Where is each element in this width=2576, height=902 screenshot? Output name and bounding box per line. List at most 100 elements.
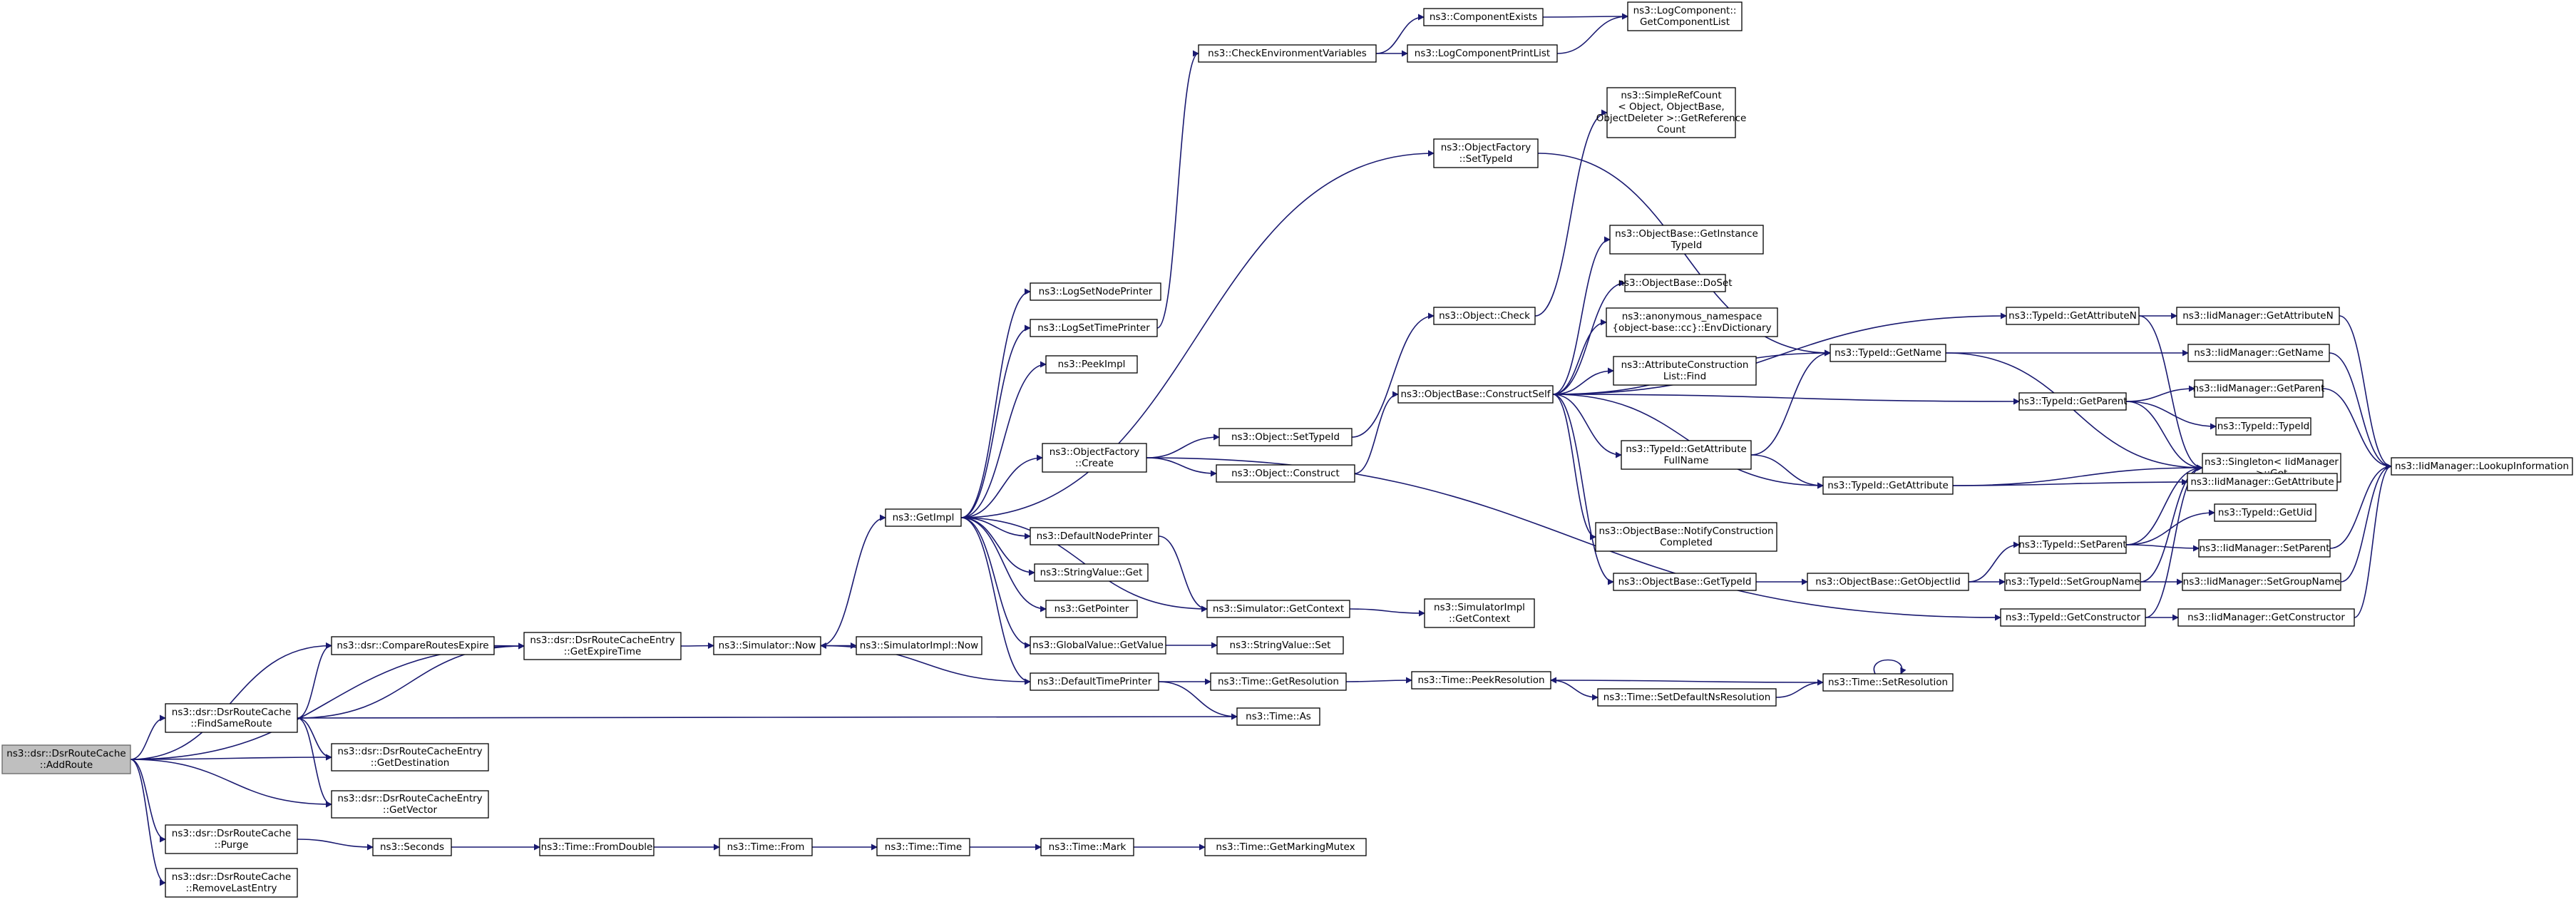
node-addroute[interactable]: ns3::dsr::DsrRouteCache::AddRoute <box>1 744 131 774</box>
node-typeidgetattributen[interactable]: ns3::TypeId::GetAttributeN <box>2006 307 2140 325</box>
node-purge[interactable]: ns3::dsr::DsrRouteCache::Purge <box>165 824 298 854</box>
node-box <box>1822 673 1954 692</box>
node-timeas[interactable]: ns3::Time::As <box>1236 707 1320 726</box>
node-timesetresolution[interactable]: ns3::Time::SetResolution <box>1822 673 1954 692</box>
node-lookupinformation[interactable]: ns3::IidManager::LookupInformation <box>2391 457 2573 476</box>
call-edge-getimpl-to-logsettimeprinter <box>960 324 1031 518</box>
node-logsettimeprinter[interactable]: ns3::LogSetTimePrinter <box>1030 319 1158 337</box>
node-box <box>1045 600 1138 618</box>
call-edge-getimpl-to-getpointer <box>960 517 1047 613</box>
node-box <box>1606 87 1736 138</box>
node-iidgetparent[interactable]: ns3::IidManager::GetParent <box>2193 379 2325 398</box>
node-label: ns3::Object::SetTypeId <box>1231 431 1340 443</box>
node-typeidgetconstructor[interactable]: ns3::TypeId::GetConstructor <box>2000 608 2146 627</box>
node-label: ns3::Time::SetResolution <box>1828 677 1948 688</box>
node-getcomponentlist[interactable]: ns3::LogComponent::GetComponentList <box>1627 1 1743 31</box>
node-box <box>1807 573 1969 591</box>
node-getmarkingmutex[interactable]: ns3::Time::GetMarkingMutex <box>1204 838 1367 856</box>
node-simgetcontext[interactable]: ns3::Simulator::GetContext <box>1206 600 1350 618</box>
node-mark[interactable]: ns3::Time::Mark <box>1040 838 1134 856</box>
node-envdictionary[interactable]: ns3::anonymous_namespace{object-base::cc… <box>1606 307 1778 337</box>
node-iidsetgroupname[interactable]: ns3::IidManager::SetGroupName <box>2182 573 2341 591</box>
node-objectfactorysettypeid[interactable]: ns3::ObjectFactory::SetTypeId <box>1433 138 1539 168</box>
node-doset[interactable]: ns3::ObjectBase::DoSet <box>1618 274 1733 292</box>
node-label: TypeId <box>1671 240 1703 251</box>
node-logcomponentprintlist[interactable]: ns3::LogComponentPrintList <box>1407 44 1558 63</box>
node-typeidgetparent[interactable]: ns3::TypeId::GetParent <box>2018 392 2128 411</box>
node-getvector[interactable]: ns3::dsr::DsrRouteCacheEntry::GetVector <box>331 790 489 819</box>
node-label: ns3::Time::GetResolution <box>1218 676 1339 687</box>
node-typeidgetattribute[interactable]: ns3::TypeId::GetAttribute <box>1822 476 1954 495</box>
node-label: ns3::dsr::DsrRouteCacheEntry <box>337 793 482 804</box>
node-peekimpl[interactable]: ns3::PeekImpl <box>1045 355 1138 374</box>
node-objectcheck[interactable]: ns3::Object::Check <box>1433 307 1536 325</box>
call-edge-iidgetconstructor-to-lookupinformation <box>2354 463 2392 618</box>
node-iidgetattributen[interactable]: ns3::IidManager::GetAttributeN <box>2176 307 2340 325</box>
node-label: List::Find <box>1663 371 1706 382</box>
node-timegetresolution[interactable]: ns3::Time::GetResolution <box>1210 672 1347 691</box>
node-box <box>2000 608 2146 627</box>
node-label: ns3::GetPointer <box>1054 603 1129 615</box>
node-notifyconstruction[interactable]: ns3::ObjectBase::NotifyConstructionCompl… <box>1595 522 1777 552</box>
node-box <box>1407 44 1558 63</box>
node-typeidsetparent[interactable]: ns3::TypeId::SetParent <box>2018 535 2127 554</box>
node-getpointer[interactable]: ns3::GetPointer <box>1045 600 1138 618</box>
node-setdefaultnsresolution[interactable]: ns3::Time::SetDefaultNsResolution <box>1597 688 1777 707</box>
call-edge-constructself-to-typeidgetparent <box>1552 394 2020 405</box>
node-iidsetparent[interactable]: ns3::IidManager::SetParent <box>2198 539 2331 558</box>
node-box <box>1397 385 1554 404</box>
node-box <box>1597 688 1777 707</box>
node-label: ns3::Time::GetMarkingMutex <box>1216 841 1355 853</box>
node-label: ns3::StringValue::Set <box>1230 640 1331 651</box>
node-stringvalueget[interactable]: ns3::StringValue::Get <box>1034 563 1149 582</box>
node-iidgetname[interactable]: ns3::IidManager::GetName <box>2187 344 2330 362</box>
node-objectsettypeid[interactable]: ns3::Object::SetTypeId <box>1218 428 1353 446</box>
node-stringvalueset[interactable]: ns3::StringValue::Set <box>1216 636 1344 655</box>
node-seconds[interactable]: ns3::Seconds <box>372 838 452 856</box>
node-fromdouble[interactable]: ns3::Time::FromDouble <box>539 838 655 856</box>
node-label: ns3::dsr::DsrRouteCacheEntry <box>337 746 482 757</box>
node-checkenv[interactable]: ns3::CheckEnvironmentVariables <box>1198 44 1377 63</box>
call-edge-typeidgetparent-to-singletonget <box>2125 401 2203 471</box>
node-timepeekresolution[interactable]: ns3::Time::PeekResolution <box>1411 671 1551 690</box>
node-label: ns3::dsr::DsrRouteCache <box>172 871 291 883</box>
node-label: ::GetContext <box>1449 613 1510 625</box>
node-defaulttimeprinter[interactable]: ns3::DefaultTimePrinter <box>1030 672 1159 691</box>
node-simimplnow[interactable]: ns3::SimulatorImpl::Now <box>856 636 982 655</box>
node-logsetnodeprinter[interactable]: ns3::LogSetNodePrinter <box>1030 282 1161 301</box>
node-componentexists[interactable]: ns3::ComponentExists <box>1423 8 1544 26</box>
node-simplerefcount[interactable]: ns3::SimpleRefCount< Object, ObjectBase,… <box>1596 87 1747 138</box>
node-constructself[interactable]: ns3::ObjectBase::ConstructSelf <box>1397 385 1554 404</box>
node-getobjectiid[interactable]: ns3::ObjectBase::GetObjectIid <box>1807 573 1969 591</box>
node-iidgetconstructor[interactable]: ns3::IidManager::GetConstructor <box>2177 608 2355 627</box>
node-getimpl[interactable]: ns3::GetImpl <box>885 508 962 527</box>
node-label: ns3::TypeId::GetConstructor <box>2006 612 2141 623</box>
node-typeidsetgroupname[interactable]: ns3::TypeId::SetGroupName <box>2004 573 2141 591</box>
node-simimplgetcontext[interactable]: ns3::SimulatorImpl::GetContext <box>1424 598 1535 628</box>
node-label: Count <box>1657 124 1685 135</box>
node-defaultnodeprinter[interactable]: ns3::DefaultNodePrinter <box>1030 527 1159 545</box>
node-label: ns3::Time::PeekResolution <box>1417 675 1544 686</box>
node-label: ns3::DefaultNodePrinter <box>1037 531 1153 542</box>
node-typeidgetname[interactable]: ns3::TypeId::GetName <box>1830 344 1946 362</box>
node-timetime[interactable]: ns3::Time::Time <box>876 838 970 856</box>
node-objectconstruct[interactable]: ns3::Object::Construct <box>1216 464 1355 483</box>
node-typeidgetuid[interactable]: ns3::TypeId::GetUid <box>2214 503 2316 522</box>
node-simnow[interactable]: ns3::Simulator::Now <box>713 636 821 655</box>
node-box <box>1218 428 1353 446</box>
node-globalvaluegetvalue[interactable]: ns3::GlobalValue::GetValue <box>1030 636 1166 655</box>
node-objectbasegettypeid[interactable]: ns3::ObjectBase::GetTypeId <box>1613 573 1757 591</box>
node-typeidtypeid[interactable]: ns3::TypeId::TypeId <box>2215 417 2311 436</box>
node-iidgetattribute[interactable]: ns3::IidManager::GetAttribute <box>2187 473 2338 491</box>
node-getdestination[interactable]: ns3::dsr::DsrRouteCacheEntry::GetDestina… <box>331 743 489 772</box>
node-getexpiretime[interactable]: ns3::dsr::DsrRouteCacheEntry::GetExpireT… <box>523 632 682 660</box>
node-findsameroute[interactable]: ns3::dsr::DsrRouteCache::FindSameRoute <box>165 703 298 733</box>
node-from[interactable]: ns3::Time::From <box>719 838 813 856</box>
node-objectfactorycreate[interactable]: ns3::ObjectFactory::Create <box>1042 443 1147 473</box>
node-label: ns3::IidManager::SetParent <box>2200 543 2330 554</box>
node-compareroutesexpire[interactable]: ns3::dsr::CompareRoutesExpire <box>331 636 495 655</box>
node-removelastentry[interactable]: ns3::dsr::DsrRouteCache::RemoveLastEntry <box>165 868 298 898</box>
